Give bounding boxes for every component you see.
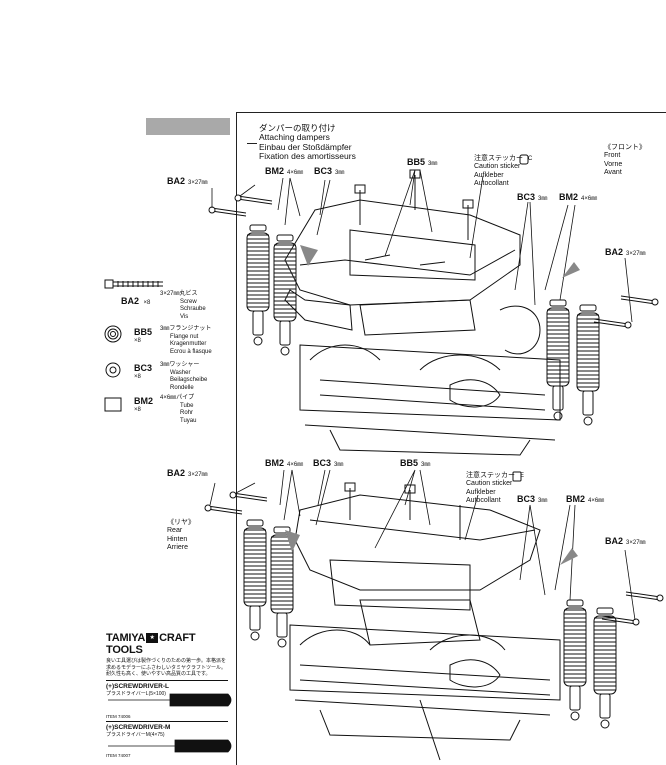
tube-icon <box>104 397 122 412</box>
rear-arrow-left <box>285 530 300 552</box>
flange-nut-icon <box>104 325 122 343</box>
caution-letter-box-rear <box>512 471 522 482</box>
step-title-de: Einbau der Stoßdämpfer <box>259 141 352 152</box>
rear-left-shock <box>243 519 267 641</box>
rear-caution-sticker: 注意ステッカー E Caution sticker Aufkleber Auto… <box>466 472 524 505</box>
ad-divider-2 <box>106 720 228 722</box>
rear-right-shock <box>563 599 587 721</box>
front-screws-left <box>208 194 273 217</box>
ad-description: 良い工具選びは製作づくりのための第一歩。本格派を求めるモデラーにふさわしいタミヤ… <box>106 658 227 677</box>
tool-m-name: (+)SCREWDRIVER-M <box>106 723 171 731</box>
tool-l-item: ITEM 74006 <box>106 713 131 719</box>
legend-bm2: BM2 ×8 <box>134 396 154 413</box>
legend-bc3: BC3 ×8 <box>134 363 153 380</box>
front-screws-right <box>593 295 659 329</box>
rear-screws-left <box>204 491 268 515</box>
front-caution-sticker: 注意ステッカー C Caution sticker Aufkleber Auto… <box>474 155 533 188</box>
rear-right-shock-2 <box>593 607 617 729</box>
front-left-shock-2 <box>273 234 297 356</box>
legend-ba2-desc: 3×27㎜丸ビス Screw Schraube Vis <box>160 291 206 320</box>
tool-m-jp: プラスドライバーM(4×75) <box>106 731 165 738</box>
caution-letter-box-front <box>519 154 529 165</box>
step-frame <box>236 112 666 765</box>
front-right-shock-2 <box>576 304 600 426</box>
step-header-banner <box>146 118 230 135</box>
rear-arrow-right <box>560 548 578 565</box>
step-title: ダンパーの取り付け Attaching dampers Einbau der S… <box>259 123 356 162</box>
legend-ba2: BA2 ×8 <box>121 296 151 306</box>
washer-icon <box>105 362 121 378</box>
legend-bb5-desc: 3㎜フランジナット Flange nut Kragenmutter Ecrou … <box>160 326 212 355</box>
ad-title: TAMIYA★CRAFT TOOLS <box>106 632 196 656</box>
screwdriver-l-icon <box>108 693 232 707</box>
tool-l-name: (+)SCREWDRIVER-L <box>106 682 170 690</box>
screwdriver-m-icon <box>108 739 232 753</box>
tamiya-logo-mark: ★ <box>146 633 159 644</box>
front-leader-lines <box>211 169 633 323</box>
legend-bc3-desc: 3㎜ワッシャー Washer Beilagscheibe Rondelle <box>160 362 208 391</box>
legend-bb5: BB5 ×8 <box>134 327 153 344</box>
step-title-en: Attaching dampers <box>259 132 330 143</box>
front-label: 《フロント》 Front Vorne Avant <box>604 144 646 177</box>
legend-bm2-desc: 4×6㎜パイプ Tube Rohr Tuyau <box>160 395 197 424</box>
rear-label: 《リヤ》 Rear Hinten Arriere <box>167 519 195 552</box>
craft-tools-ad: TAMIYA★CRAFT TOOLS 良い工具選びは製作づくりのための第一歩。本… <box>106 632 228 758</box>
tool-l-jp: プラスドライバーL(5×100) <box>106 690 166 697</box>
title-dash <box>247 143 257 144</box>
rear-chassis <box>289 482 561 761</box>
front-arrow-right <box>562 262 580 278</box>
step-title-jp: ダンパーの取り付け <box>259 123 336 133</box>
tool-m-item: ITEM 74007 <box>106 752 131 758</box>
screw-icon <box>104 279 163 289</box>
front-chassis <box>284 169 561 456</box>
front-arrow-left <box>300 245 318 266</box>
step-title-fr: Fixation des amortisseurs <box>259 151 356 162</box>
ad-divider <box>106 679 228 681</box>
front-left-shock <box>246 224 270 346</box>
